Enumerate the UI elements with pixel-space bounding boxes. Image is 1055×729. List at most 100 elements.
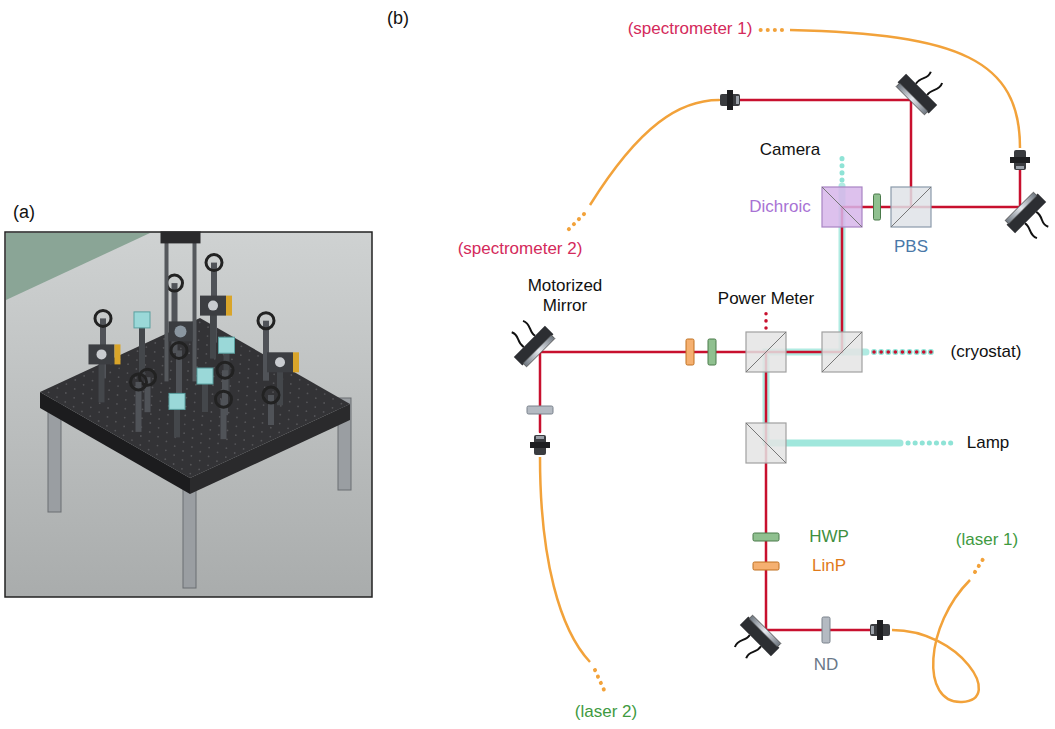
mirror-wire [1023,223,1039,239]
table-hole [137,350,139,352]
table-hole [288,410,290,412]
table-hole [207,464,209,466]
motorized-mirror [895,60,951,116]
table-hole [205,362,207,364]
motorized-mirror [500,312,556,368]
table-hole [212,393,214,395]
mirror-face [896,83,928,115]
table-hole [218,425,220,427]
fiber-dots [760,28,782,32]
mirror-wire [521,320,537,336]
table-hole [65,383,67,385]
table-hole [98,411,100,413]
table-hole [199,460,201,462]
table-hole [98,420,100,422]
component-label: Power Meter [718,289,814,309]
table-hole [195,384,197,386]
table-hole [127,372,129,374]
cube-diagonal [822,332,862,372]
table-hole [305,410,307,412]
setup-render [5,231,372,597]
mirror-wire [927,81,943,97]
table-hole [245,412,247,414]
table-hole [202,415,204,417]
table-hole [82,393,84,395]
table-hole [152,387,154,389]
table-hole [323,402,325,404]
fiber-coupler [720,90,740,110]
table-hole [255,382,257,384]
table-hole [234,452,236,454]
table-hole [107,416,109,418]
table-hole [99,402,101,404]
table-hole [340,403,342,405]
table-hole [145,355,147,357]
table-hole [243,448,245,450]
table-hole [273,382,275,384]
beam-splitter [746,332,786,372]
instrument-label: (laser 2) [575,702,637,722]
table-hole [108,389,110,391]
table-hole [106,425,108,427]
mirror-wire [510,331,526,347]
table-hole [142,408,144,410]
table-hole [173,454,175,456]
camera-light-dots [840,158,845,180]
table-hole [161,374,163,376]
table-hole [181,468,183,470]
table-hole [201,424,203,426]
table-hole [207,326,209,328]
table-hole [125,390,127,392]
table-hole [238,381,240,383]
table-hole [315,397,317,399]
table-hole [162,365,164,367]
table-hole [236,417,238,419]
table-hole [126,381,128,383]
filter-plate [527,406,553,414]
motorized-mirror [1004,191,1055,247]
table-hole [164,458,166,460]
mirror-face [1005,192,1037,224]
optic-component [131,374,147,432]
table-hole [197,357,199,359]
coupler-lens [871,626,874,634]
table-hole [307,384,309,386]
table-hole [289,401,291,403]
lamp-light-dots [908,441,955,446]
table-hole [118,367,120,369]
table-hole [298,397,300,399]
table-hole [157,445,159,447]
table-hole [260,440,262,442]
optic-component [89,344,121,402]
table-hole [115,412,117,414]
table-hole [299,379,301,381]
table-hole [151,395,153,397]
cube-body [891,187,931,227]
table-hole [150,413,152,415]
table-hole [92,371,94,373]
table-hole [306,401,308,403]
cube-body [822,332,862,372]
table-hole [183,432,185,434]
table-hole [157,436,159,438]
table-hole [297,414,299,416]
table-hole [209,429,211,431]
fiber-coupler [530,435,550,455]
cube-diagonal [822,187,862,227]
table-hole [153,360,155,362]
cube-body [822,187,862,227]
table-hole [190,455,192,457]
table-hole [48,391,50,393]
table-hole [188,361,190,363]
table-hole [142,400,144,402]
table-hole [159,400,161,402]
table-hole [252,444,254,446]
table-hole [158,418,160,420]
table-hole [249,350,251,352]
floor-mat [6,233,150,300]
table-hole [197,348,199,350]
table-hole [83,375,85,377]
half-wave-plate [753,533,779,541]
table-hole [184,415,186,417]
